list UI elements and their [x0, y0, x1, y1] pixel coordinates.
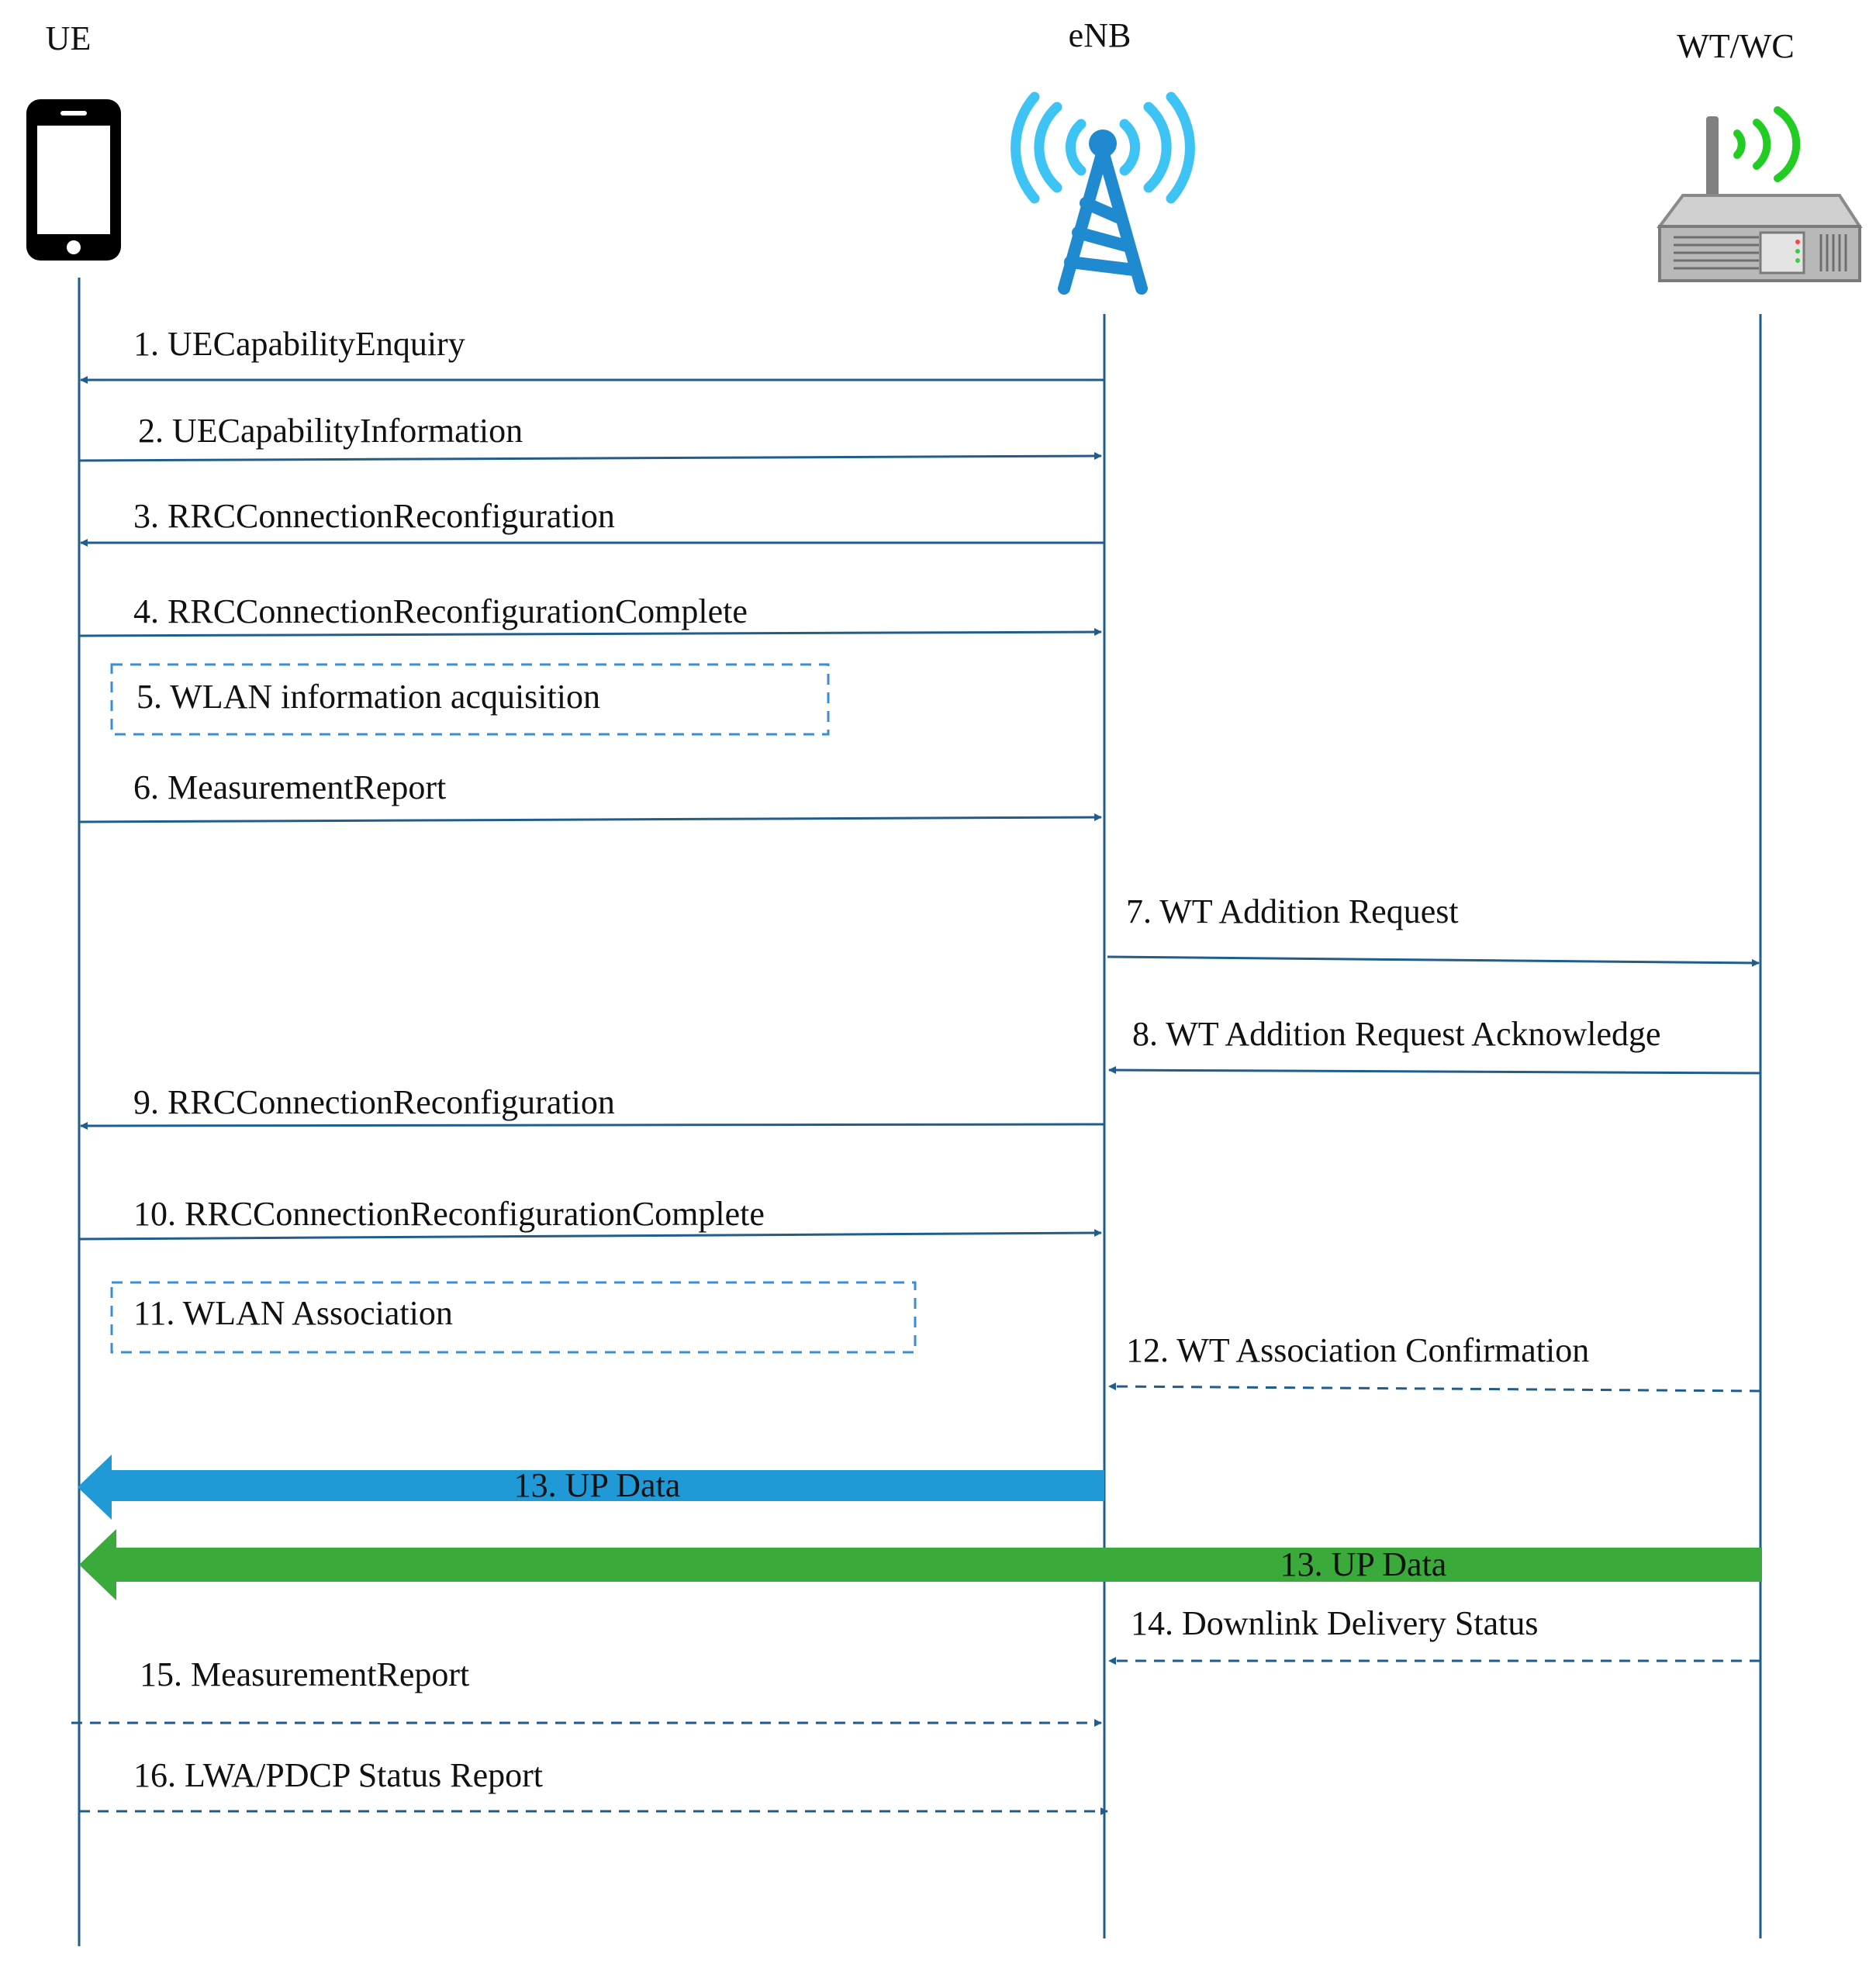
- message-arrow: [78, 452, 1102, 462]
- message-label: 15. MeasurementReport: [140, 1655, 469, 1693]
- message-label: 2. UECapabilityInformation: [138, 412, 523, 450]
- message-arrow: [1108, 1382, 1761, 1393]
- up-data-wlan-label: 13. UP Data: [1280, 1545, 1447, 1583]
- message-label: 12. WT Association Confirmation: [1126, 1331, 1589, 1369]
- message-label: 8. WT Addition Request Acknowledge: [1132, 1015, 1661, 1053]
- wifi-router-icon: [1657, 106, 1863, 282]
- note-label: 5. WLAN information acquisition: [136, 678, 600, 716]
- message-arrow: [80, 1121, 1105, 1130]
- up-data-lte-arrow: [78, 1455, 1104, 1520]
- message-label: 1. UECapabilityEnquiry: [133, 325, 465, 363]
- up-data-lte-label: 13. UP Data: [514, 1466, 681, 1504]
- message-label: 7. WT Addition Request: [1126, 892, 1459, 930]
- cell-tower-icon: [1011, 91, 1195, 295]
- note-box: [110, 663, 830, 736]
- message-label: 14. Downlink Delivery Status: [1131, 1604, 1539, 1642]
- note-label: 11. WLAN Association: [133, 1294, 453, 1332]
- ue-label: UE: [46, 19, 92, 57]
- up-data-wlan-arrow: [79, 1529, 1762, 1600]
- message-arrow: [1107, 955, 1760, 967]
- message-label: 6. MeasurementReport: [133, 768, 446, 806]
- message-label: 9. RRCConnectionReconfiguration: [133, 1083, 615, 1121]
- message-arrow: [78, 628, 1102, 637]
- message-arrow: [78, 813, 1102, 823]
- message-arrow: [78, 1229, 1102, 1241]
- message-label: 3. RRCConnectionReconfiguration: [133, 497, 615, 535]
- message-arrow: [1108, 1066, 1761, 1075]
- wt-label: WT/WC: [1677, 27, 1795, 65]
- message-label: 10. RRCConnectionReconfigurationComplete: [133, 1195, 765, 1233]
- enb-label: eNB: [1069, 16, 1131, 54]
- note-box: [110, 1281, 917, 1354]
- message-label: 4. RRCConnectionReconfigurationComplete: [133, 592, 748, 630]
- message-label: 16. LWA/PDCP Status Report: [133, 1756, 543, 1794]
- smartphone-icon: [26, 99, 121, 261]
